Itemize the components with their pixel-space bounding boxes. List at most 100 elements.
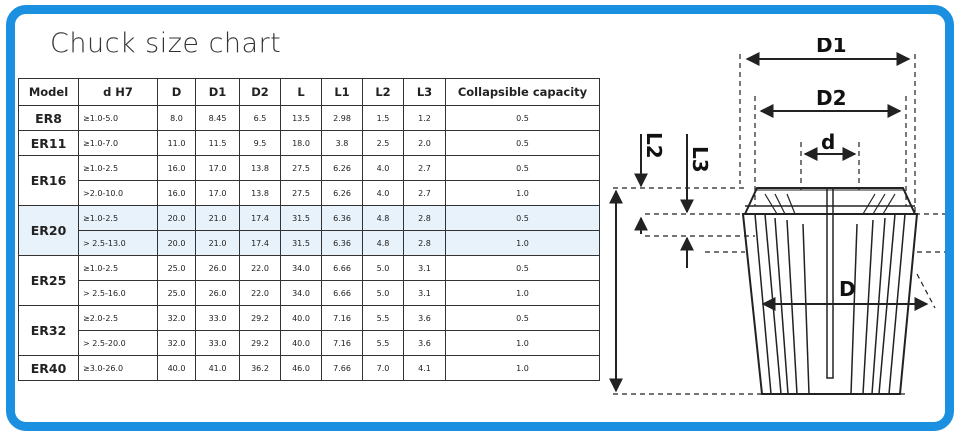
model-cell: ER11 — [18, 130, 79, 156]
model-cell: ER20 — [18, 205, 79, 256]
table-cell: 6.66 — [321, 255, 363, 281]
table-cell: 32.0 — [157, 330, 196, 356]
table-cell: 6.36 — [321, 205, 363, 231]
table-cell: > 2.5-16.0 — [78, 280, 158, 306]
table-cell: ≥1.0-2.5 — [78, 155, 158, 181]
table-cell: 2.7 — [403, 180, 446, 206]
table-cell: 31.5 — [280, 205, 322, 231]
table-cell: 27.5 — [280, 155, 322, 181]
table-cell: 6.26 — [321, 180, 363, 206]
table-cell: 5.5 — [362, 305, 404, 331]
label-l2: L2 — [642, 132, 666, 159]
table-cell: 4.0 — [362, 155, 404, 181]
table-cell: 20.0 — [157, 230, 196, 256]
table-cell: 32.0 — [157, 305, 196, 331]
model-cell: ER40 — [18, 355, 79, 381]
table-cell: 21.0 — [195, 230, 240, 256]
table-cell: 40.0 — [157, 355, 196, 381]
table-cell: 22.0 — [239, 255, 281, 281]
table-cell: 6.36 — [321, 230, 363, 256]
table-cell: 17.4 — [239, 205, 281, 231]
table-cell: 33.0 — [195, 330, 240, 356]
table-cell: 3.8 — [321, 130, 363, 156]
table-cell: 7.0 — [362, 355, 404, 381]
table-cell: 3.1 — [403, 255, 446, 281]
table-cell: 18.0 — [280, 130, 322, 156]
table-cell: 1.0 — [445, 330, 600, 356]
table-cell: 46.0 — [280, 355, 322, 381]
table-cell: ≥1.0-5.0 — [78, 105, 158, 131]
table-cell: ≥1.0-2.5 — [78, 255, 158, 281]
table-cell: ≥2.0-2.5 — [78, 305, 158, 331]
table-cell: 40.0 — [280, 305, 322, 331]
table-cell: 16.0 — [157, 155, 196, 181]
table-cell: 33.0 — [195, 305, 240, 331]
model-cell: ER16 — [18, 155, 79, 206]
table-cell: 17.0 — [195, 155, 240, 181]
table-cell: 7.16 — [321, 330, 363, 356]
table-cell: > 2.5-13.0 — [78, 230, 158, 256]
table-cell: ≥1.0-2.5 — [78, 205, 158, 231]
table-cell: 7.16 — [321, 305, 363, 331]
table-cell: 1.0 — [445, 180, 600, 206]
table-cell: 11.5 — [195, 130, 240, 156]
table-cell: 34.0 — [280, 255, 322, 281]
model-cell: ER32 — [18, 305, 79, 356]
table-cell: 5.0 — [362, 255, 404, 281]
page-title: Chuck size chart — [50, 28, 282, 59]
table-cell: 0.5 — [445, 130, 600, 156]
table-cell: 16.0 — [157, 180, 196, 206]
collet-body — [741, 187, 919, 395]
column-header: d H7 — [78, 78, 158, 106]
label-d: d — [821, 130, 835, 154]
table-cell: 25.0 — [157, 255, 196, 281]
table-cell: > 2.5-20.0 — [78, 330, 158, 356]
label-l3: L3 — [688, 146, 712, 173]
column-header: L — [280, 78, 322, 106]
table-cell: 2.8 — [403, 230, 446, 256]
dimension-guides — [613, 54, 945, 395]
table-cell: 0.5 — [445, 305, 600, 331]
table-cell: 0.5 — [445, 155, 600, 181]
column-header: D1 — [195, 78, 240, 106]
table-cell: 31.5 — [280, 230, 322, 256]
model-cell: ER25 — [18, 255, 79, 306]
table-cell: 3.6 — [403, 305, 446, 331]
label-d2: D2 — [816, 86, 847, 110]
table-cell: 21.0 — [195, 205, 240, 231]
table-cell: 4.8 — [362, 205, 404, 231]
table-cell: 1.2 — [403, 105, 446, 131]
table-cell: 22.0 — [239, 280, 281, 306]
column-header: Model — [18, 78, 79, 106]
column-header: L2 — [362, 78, 404, 106]
table-cell: 20.0 — [157, 205, 196, 231]
column-header: D — [157, 78, 196, 106]
collet-diagram: D1 D2 d D L2 L3 — [609, 38, 945, 395]
dimension-arrows — [609, 52, 929, 393]
table-cell: 26.0 — [195, 255, 240, 281]
label-d1: D1 — [816, 38, 847, 57]
table-cell: 13.5 — [280, 105, 322, 131]
table-cell: 8.0 — [157, 105, 196, 131]
table-cell: 1.0 — [445, 230, 600, 256]
table-cell: ≥3.0-26.0 — [78, 355, 158, 381]
table-cell: 41.0 — [195, 355, 240, 381]
table-cell: 36.2 — [239, 355, 281, 381]
table-cell: 2.98 — [321, 105, 363, 131]
table-cell: 2.5 — [362, 130, 404, 156]
table-cell: 4.1 — [403, 355, 446, 381]
table-cell: 13.8 — [239, 155, 281, 181]
table-cell: 34.0 — [280, 280, 322, 306]
table-cell: 0.5 — [445, 255, 600, 281]
